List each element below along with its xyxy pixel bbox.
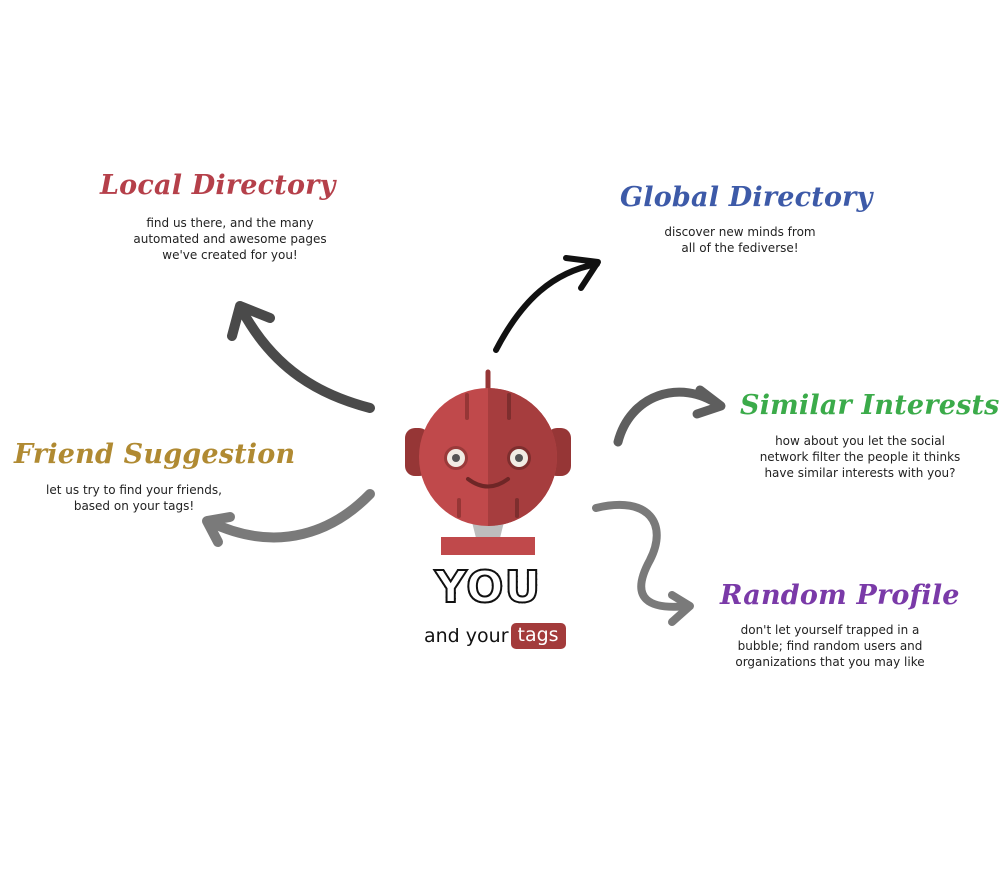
random-profile-description: don't let yourself trapped in a bubble; … xyxy=(735,623,925,669)
tagline-prefix: and your xyxy=(424,625,509,647)
local-directory-description: find us there, and the many automated an… xyxy=(133,216,327,262)
global-directory-title: Global Directory xyxy=(620,182,873,213)
global-directory-description: discover new minds from all of the fediv… xyxy=(664,225,816,255)
robot-head-icon xyxy=(405,369,571,555)
arrow-to-friend-suggestion xyxy=(202,489,375,547)
arrow-to-local-directory xyxy=(227,301,375,413)
friend-suggestion-title: Friend Suggestion xyxy=(14,439,296,470)
local-directory-title: Local Directory xyxy=(100,170,336,201)
random-profile-title: Random Profile xyxy=(720,580,960,611)
tags-badge: tags xyxy=(510,623,566,649)
friend-suggestion-description: let us try to find your friends, based o… xyxy=(46,483,222,513)
arrow-to-random-profile xyxy=(592,500,694,626)
center-title: YOU xyxy=(418,561,558,614)
arrow-to-global-directory xyxy=(493,255,601,353)
similar-interests-title: Similar Interests xyxy=(740,390,1000,421)
similar-interests-description: how about you let the social network fil… xyxy=(759,434,961,480)
center-tagline: and your tags xyxy=(424,622,566,650)
arrow-to-similar-interests xyxy=(613,385,726,447)
